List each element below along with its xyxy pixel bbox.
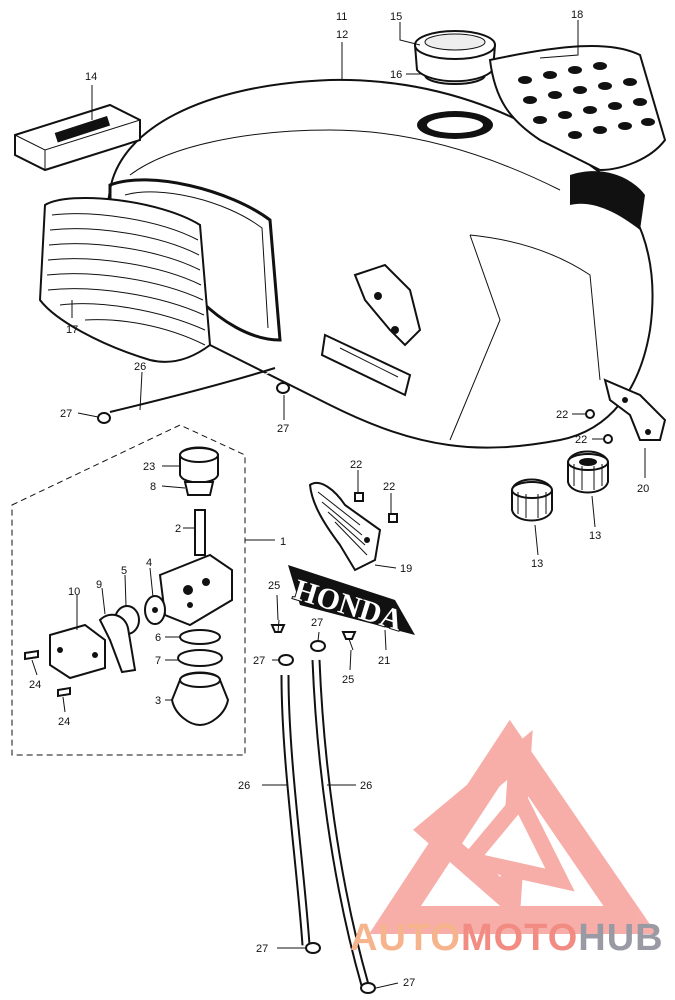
callout-23: 23 bbox=[143, 461, 155, 473]
callout-24-a: 24 bbox=[29, 679, 41, 691]
callout-27-e: 27 bbox=[256, 943, 268, 955]
fuel-cock bbox=[24, 446, 233, 727]
small-fasteners bbox=[270, 409, 613, 651]
svg-text:AUTOMOTOHUB: AUTOMOTOHUB bbox=[350, 917, 664, 959]
callout-27-d: 27 bbox=[253, 655, 265, 667]
callout-22-b: 22 bbox=[383, 481, 395, 493]
callout-22-d: 22 bbox=[575, 434, 587, 446]
rubber-dampers bbox=[511, 450, 609, 522]
fuel-cap bbox=[413, 30, 497, 85]
watermark-moto: MOTO bbox=[461, 917, 578, 959]
callout-3: 3 bbox=[155, 695, 161, 707]
callout-25-b: 25 bbox=[342, 674, 354, 686]
fuel-tubes bbox=[109, 367, 370, 987]
callout-5: 5 bbox=[121, 565, 127, 577]
callout-22-a: 22 bbox=[350, 459, 362, 471]
callout-27-c: 27 bbox=[311, 617, 323, 629]
wing-emblem bbox=[308, 482, 382, 572]
honda-emblem-text: HONDA bbox=[290, 573, 407, 637]
callout-22-c: 22 bbox=[556, 409, 568, 421]
callout-26-left: 26 bbox=[238, 780, 250, 792]
callout-26-right: 26 bbox=[360, 780, 372, 792]
knee-grip-rubber bbox=[38, 196, 212, 363]
callout-25-a: 25 bbox=[268, 580, 280, 592]
callout-26-top: 26 bbox=[134, 361, 146, 373]
callout-labels: 11 12 15 16 18 14 17 26 27 27 23 8 2 1 4… bbox=[29, 9, 649, 989]
callout-13-b: 13 bbox=[589, 530, 601, 542]
callout-27-f: 27 bbox=[403, 977, 415, 989]
callout-13-a: 13 bbox=[531, 558, 543, 570]
callout-4: 4 bbox=[146, 557, 152, 569]
watermark-hub: HUB bbox=[578, 917, 663, 959]
callout-24-b: 24 bbox=[58, 716, 70, 728]
callout-6: 6 bbox=[155, 632, 161, 644]
rear-rubber-pad bbox=[488, 44, 667, 172]
fuel-cock-assembly-box bbox=[11, 424, 246, 756]
honda-badge: HONDA bbox=[288, 565, 415, 638]
callout-14: 14 bbox=[85, 71, 97, 83]
callout-9: 9 bbox=[96, 579, 102, 591]
rear-mount-bracket bbox=[603, 378, 667, 441]
watermark-text: AUTOMOTOHUB bbox=[350, 917, 664, 959]
callout-10: 10 bbox=[68, 586, 80, 598]
callout-19: 19 bbox=[400, 563, 412, 575]
callout-17: 17 bbox=[66, 324, 78, 336]
watermark-logo bbox=[369, 719, 657, 934]
callout-8: 8 bbox=[150, 481, 156, 493]
callout-1: 1 bbox=[280, 536, 286, 548]
tube-clips bbox=[97, 382, 376, 994]
callout-16: 16 bbox=[390, 69, 402, 81]
callout-20: 20 bbox=[637, 483, 649, 495]
front-cushion bbox=[14, 103, 141, 172]
callout-15: 15 bbox=[390, 11, 402, 23]
callout-27-a: 27 bbox=[60, 408, 72, 420]
callout-11: 11 bbox=[336, 11, 347, 23]
callout-2: 2 bbox=[175, 523, 181, 535]
watermark-auto: AUTO bbox=[350, 917, 461, 959]
callout-21: 21 bbox=[378, 655, 390, 667]
callout-12: 12 bbox=[336, 29, 348, 41]
fuel-tank bbox=[98, 78, 654, 449]
callout-7: 7 bbox=[155, 655, 161, 667]
callout-18: 18 bbox=[571, 9, 583, 21]
callout-27-b: 27 bbox=[277, 423, 289, 435]
leader-lines bbox=[31, 20, 646, 989]
